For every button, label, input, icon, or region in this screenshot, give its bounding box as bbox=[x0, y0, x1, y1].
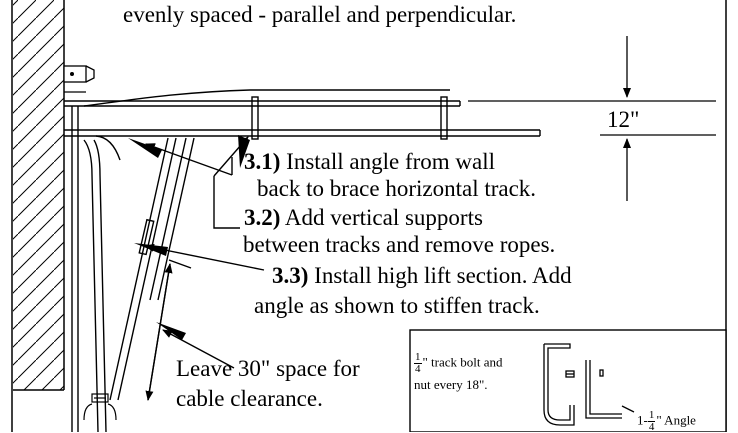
wall-bracket bbox=[63, 65, 95, 93]
clearance-line2: cable clearance. bbox=[176, 386, 323, 411]
horizontal-track bbox=[64, 89, 541, 137]
step-number: 3.2) bbox=[244, 205, 281, 230]
step-text-line2: between tracks and remove ropes. bbox=[243, 232, 556, 257]
header-text: evenly spaced - parallel and perpendicul… bbox=[123, 2, 517, 27]
vertical-track bbox=[71, 106, 195, 432]
step-text-line2: back to brace horizontal track. bbox=[257, 176, 537, 201]
bottom-bracket bbox=[83, 393, 117, 421]
step-text: Install high lift section. Add bbox=[308, 263, 572, 288]
angle-bracket-drawing bbox=[543, 343, 635, 426]
vertical-supports bbox=[251, 96, 448, 140]
step-text-line2: angle as shown to stiffen track. bbox=[254, 293, 540, 318]
clearance-line1: Leave 30" space for bbox=[176, 356, 360, 381]
inset-bolt-note-line2: nut every 18". bbox=[414, 377, 488, 392]
pointer-arrowheads bbox=[128, 135, 250, 340]
dimension-label: 12" bbox=[607, 107, 640, 132]
wall bbox=[13, 0, 65, 391]
step-text: Add vertical supports bbox=[280, 205, 483, 230]
step-text: Install angle from wall bbox=[280, 149, 496, 174]
step-number: 3.3) bbox=[272, 263, 309, 288]
inset-box bbox=[409, 329, 727, 432]
dimension-12in bbox=[468, 36, 716, 201]
step-number: 3.1) bbox=[244, 149, 281, 174]
